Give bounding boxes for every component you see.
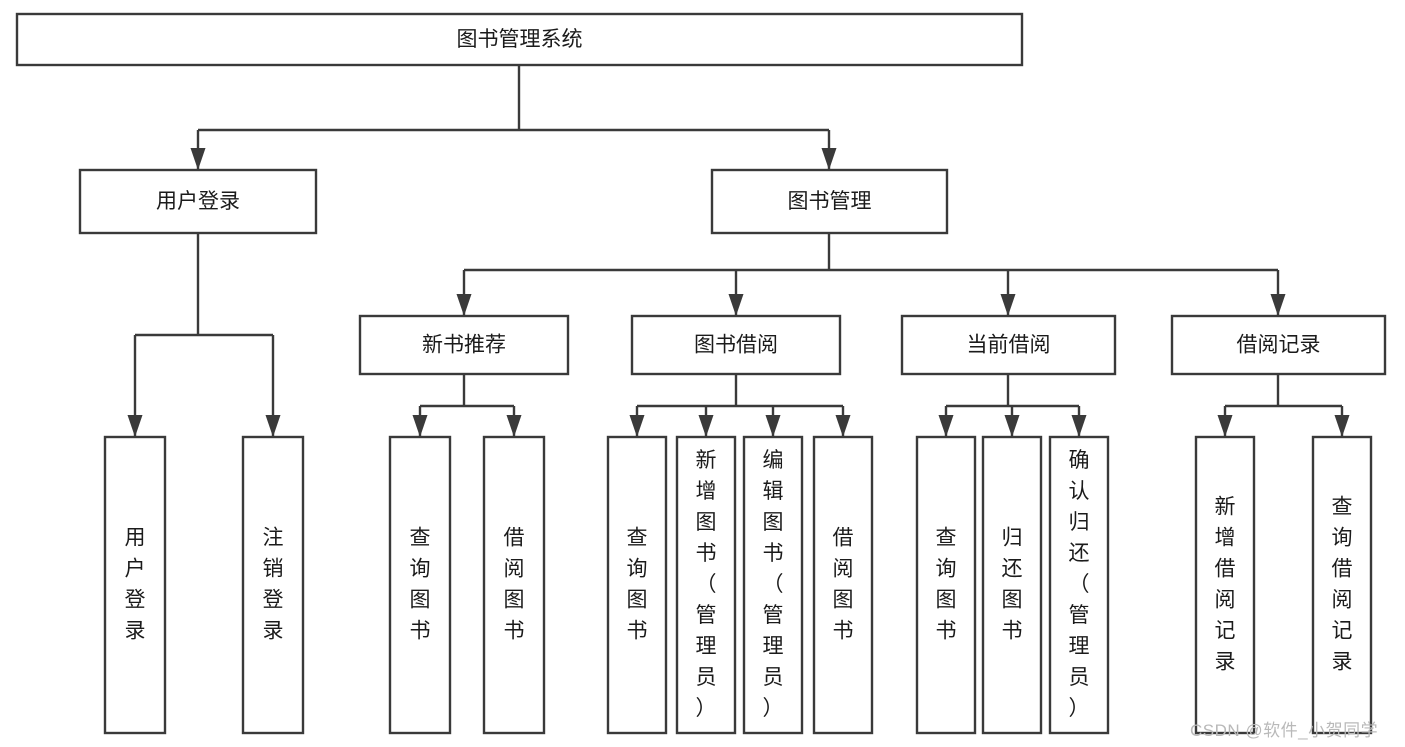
node-label: 新增借阅记录 — [1215, 495, 1236, 673]
node-label: 用户登录 — [125, 526, 146, 642]
node-label: 查询借阅记录 — [1332, 495, 1353, 673]
arrow-head-icon — [1004, 415, 1020, 437]
arrow-head-icon — [506, 415, 522, 437]
node-label: 查询图书 — [627, 526, 648, 642]
connector-current-borrow-to-leaves — [938, 374, 1087, 437]
arrow-head-icon — [1270, 294, 1286, 316]
node-box[interactable] — [606, 435, 668, 735]
node-box[interactable] — [1311, 435, 1373, 735]
arrow-head-icon — [629, 415, 645, 437]
node-undefined[interactable]: 图书管理系统 — [15, 12, 1024, 67]
connector-user-login-to-leaves — [127, 233, 281, 437]
node-box[interactable] — [1048, 435, 1110, 735]
arrow-head-icon — [265, 415, 281, 437]
node-box[interactable] — [358, 314, 570, 376]
node-label: 归还图书 — [1002, 526, 1023, 642]
node-label: 新书推荐 — [422, 334, 506, 357]
node-box[interactable] — [103, 435, 167, 735]
arrow-head-icon — [1000, 294, 1016, 316]
node-leaf-confirm-return[interactable]: 确认归还（管理员） — [1048, 435, 1110, 735]
node-label: 借阅记录 — [1237, 334, 1321, 357]
node-box[interactable] — [1170, 314, 1387, 376]
node-box[interactable] — [915, 435, 977, 735]
arrow-head-icon — [765, 415, 781, 437]
node-label: 查询图书 — [936, 526, 957, 642]
node-current-borrow[interactable]: 当前借阅 — [900, 314, 1117, 376]
node-leaf-add-book[interactable]: 新增图书（管理员） — [675, 435, 737, 735]
node-label: 编辑图书（管理员） — [763, 449, 784, 720]
connector-root-to-level2 — [190, 65, 837, 170]
node-label: 图书借阅 — [694, 334, 778, 357]
arrow-head-icon — [728, 294, 744, 316]
arrow-head-icon — [835, 415, 851, 437]
node-label: 当前借阅 — [967, 334, 1051, 357]
node-label: 确认归还（管理员） — [1069, 449, 1090, 720]
node-box[interactable] — [742, 435, 804, 735]
node-leaf-user-login[interactable]: 用户登录 — [103, 435, 167, 735]
arrow-head-icon — [1217, 415, 1233, 437]
arrow-head-icon — [456, 294, 472, 316]
node-layer: 图书管理系统用户登录图书管理新书推荐图书借阅当前借阅借阅记录用户登录注销登录查询… — [15, 12, 1387, 735]
node-leaf-query-book-recommend[interactable]: 查询图书 — [388, 435, 452, 735]
arrow-head-icon — [938, 415, 954, 437]
node-leaf-add-borrow-record[interactable]: 新增借阅记录 — [1194, 435, 1256, 735]
node-box[interactable] — [675, 435, 737, 735]
node-label: 借阅图书 — [504, 526, 525, 642]
arrow-head-icon — [1071, 415, 1087, 437]
node-leaf-borrow-book[interactable]: 借阅图书 — [812, 435, 874, 735]
node-box[interactable] — [388, 435, 452, 735]
connector-new-book-recommend-to-leaves — [412, 374, 522, 437]
node-label: 图书管理系统 — [457, 28, 583, 51]
node-leaf-edit-book[interactable]: 编辑图书（管理员） — [742, 435, 804, 735]
node-label: 查询图书 — [410, 526, 431, 642]
node-box[interactable] — [241, 435, 305, 735]
node-box[interactable] — [1194, 435, 1256, 735]
arrow-head-icon — [821, 148, 837, 170]
node-leaf-query-book-borrow[interactable]: 查询图书 — [606, 435, 668, 735]
node-leaf-query-borrow-record[interactable]: 查询借阅记录 — [1311, 435, 1373, 735]
node-new-book-recommend[interactable]: 新书推荐 — [358, 314, 570, 376]
node-box[interactable] — [15, 12, 1024, 67]
node-leaf-return-book[interactable]: 归还图书 — [981, 435, 1043, 735]
node-label: 用户登录 — [156, 190, 240, 213]
arrow-head-icon — [412, 415, 428, 437]
node-borrow-record[interactable]: 借阅记录 — [1170, 314, 1387, 376]
node-book-borrow[interactable]: 图书借阅 — [630, 314, 842, 376]
node-label: 注销登录 — [263, 526, 284, 642]
node-label: 借阅图书 — [833, 526, 854, 642]
node-book-manage[interactable]: 图书管理 — [710, 168, 949, 235]
node-user-login[interactable]: 用户登录 — [78, 168, 318, 235]
connector-layer — [127, 65, 1350, 437]
node-box[interactable] — [78, 168, 318, 235]
connector-book-manage-to-level3 — [456, 233, 1286, 316]
connector-borrow-record-to-leaves — [1217, 374, 1350, 437]
node-box[interactable] — [710, 168, 949, 235]
node-label: 图书管理 — [788, 190, 872, 213]
node-box[interactable] — [630, 314, 842, 376]
node-box[interactable] — [981, 435, 1043, 735]
arrow-head-icon — [1334, 415, 1350, 437]
node-leaf-borrow-book-recommend[interactable]: 借阅图书 — [482, 435, 546, 735]
connector-book-borrow-to-leaves — [629, 374, 851, 437]
node-box[interactable] — [482, 435, 546, 735]
node-box[interactable] — [900, 314, 1117, 376]
arrow-head-icon — [127, 415, 143, 437]
node-leaf-query-book-current[interactable]: 查询图书 — [915, 435, 977, 735]
node-leaf-user-logout[interactable]: 注销登录 — [241, 435, 305, 735]
node-label: 新增图书（管理员） — [696, 449, 717, 720]
node-box[interactable] — [812, 435, 874, 735]
arrow-head-icon — [190, 148, 206, 170]
arrow-head-icon — [698, 415, 714, 437]
